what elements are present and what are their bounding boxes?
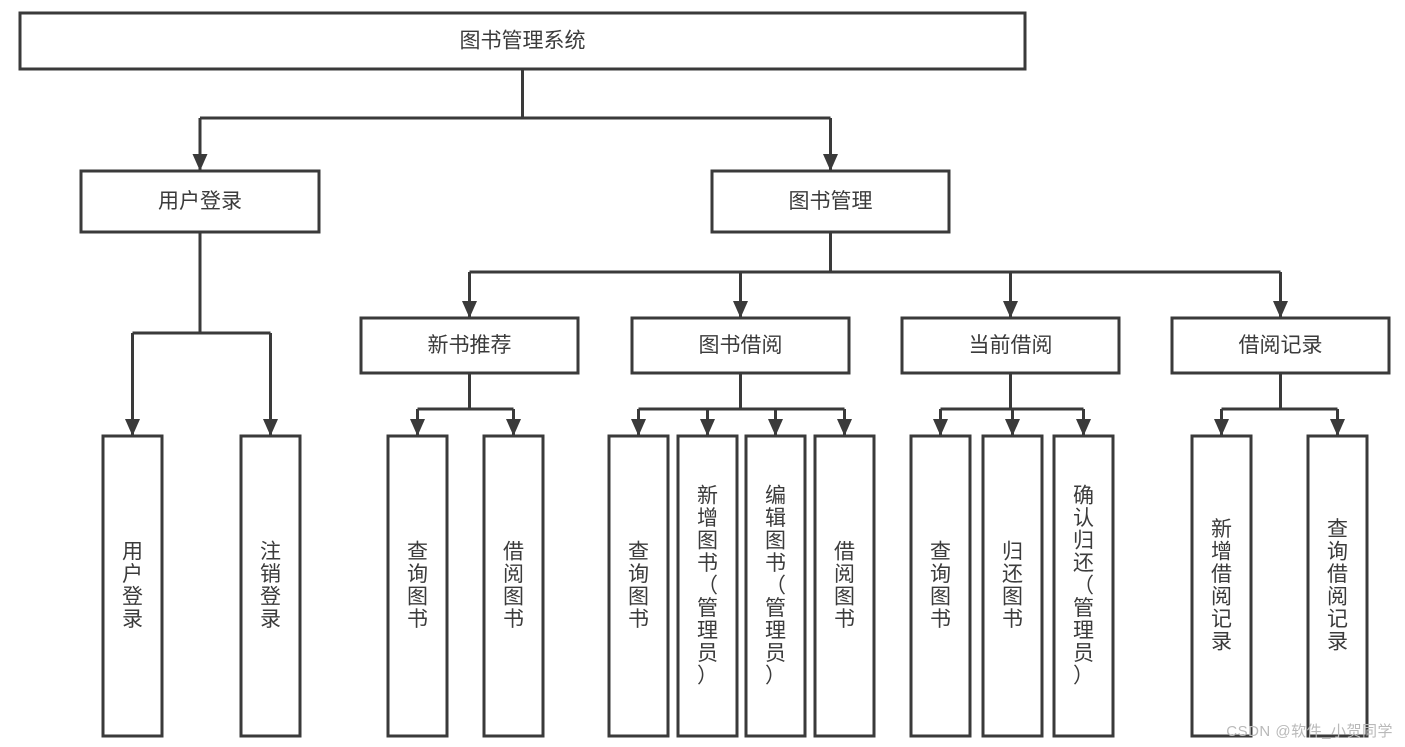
node-box-query-borrow-record: [1306, 434, 1369, 738]
arrow-head-icon-return-book: [1005, 419, 1020, 436]
node-query-book-current[interactable]: 查询图书: [909, 434, 972, 738]
node-box-user-login: [79, 169, 321, 234]
node-box-borrow-book-do: [813, 434, 876, 738]
node-label-borrow-book-recommend: 借阅图书: [503, 541, 524, 632]
node-box-new-book-recommend: [359, 316, 580, 375]
node-label-root: 图书管理系统: [460, 30, 586, 53]
node-query-book-borrow[interactable]: 查询图书: [607, 434, 670, 738]
node-box-confirm-return-admin: [1052, 434, 1115, 738]
node-query-book-recommend[interactable]: 查询图书: [386, 434, 449, 738]
node-label-add-book-admin: 新增图书（管理员）: [697, 484, 718, 687]
connector-layer: [125, 69, 1345, 436]
node-user-login-do[interactable]: 用户登录: [101, 434, 164, 738]
node-label-borrow-record: 借阅记录: [1239, 334, 1323, 357]
node-query-borrow-record[interactable]: 查询借阅记录: [1306, 434, 1369, 738]
node-label-current-borrow: 当前借阅: [969, 334, 1053, 357]
node-book-management[interactable]: 图书管理: [710, 169, 951, 234]
node-box-borrow-record: [1170, 316, 1391, 375]
node-box-query-book-borrow: [607, 434, 670, 738]
arrow-head-icon-confirm-return-admin: [1076, 419, 1091, 436]
node-confirm-return-admin[interactable]: 确认归还（管理员）: [1052, 434, 1115, 738]
node-box-book-management: [710, 169, 951, 234]
node-label-book-management: 图书管理: [789, 190, 873, 213]
arrow-head-icon-current-borrow: [1003, 301, 1018, 318]
node-label-confirm-return-admin: 确认归还（管理员）: [1073, 484, 1094, 687]
node-label-return-book: 归还图书: [1002, 541, 1023, 632]
arrow-head-icon-add-borrow-record: [1214, 419, 1229, 436]
arrow-head-icon-query-book-current: [933, 419, 948, 436]
arrow-head-icon-add-book-admin: [700, 419, 715, 436]
arrow-head-icon-book-management: [823, 154, 838, 171]
node-box-current-borrow: [900, 316, 1121, 375]
node-label-query-book-borrow: 查询图书: [628, 541, 649, 632]
node-borrow-book-do[interactable]: 借阅图书: [813, 434, 876, 738]
node-new-book-recommend[interactable]: 新书推荐: [359, 316, 580, 375]
node-book-borrow[interactable]: 图书借阅: [630, 316, 851, 375]
node-label-user-logout: 注销登录: [260, 541, 281, 632]
node-box-return-book: [981, 434, 1044, 738]
node-borrow-book-recommend[interactable]: 借阅图书: [482, 434, 545, 738]
node-label-borrow-book-do: 借阅图书: [834, 541, 855, 632]
node-box-borrow-book-recommend: [482, 434, 545, 738]
arrow-head-icon-edit-book-admin: [768, 419, 783, 436]
node-box-root: [18, 11, 1027, 71]
node-label-query-book-recommend: 查询图书: [407, 541, 428, 632]
arrow-head-icon-borrow-record: [1273, 301, 1288, 318]
node-label-book-borrow: 图书借阅: [699, 334, 783, 357]
arrow-head-icon-user-login: [192, 154, 208, 171]
node-add-book-admin[interactable]: 新增图书（管理员）: [676, 434, 739, 738]
arrow-head-icon-user-logout: [263, 419, 278, 436]
node-label-query-book-current: 查询图书: [930, 541, 951, 632]
node-box-query-book-current: [909, 434, 972, 738]
arrow-head-icon-user-login-do: [125, 419, 140, 436]
node-layer: 图书管理系统用户登录图书管理用户登录注销登录新书推荐图书借阅当前借阅借阅记录查询…: [18, 11, 1391, 738]
node-edit-book-admin[interactable]: 编辑图书（管理员）: [744, 434, 807, 738]
node-box-add-borrow-record: [1190, 434, 1253, 738]
node-label-query-borrow-record: 查询借阅记录: [1327, 518, 1348, 654]
node-label-edit-book-admin: 编辑图书（管理员）: [765, 484, 786, 687]
node-label-add-borrow-record: 新增借阅记录: [1211, 518, 1232, 654]
arrow-head-icon-book-borrow: [733, 301, 748, 318]
arrow-head-icon-new-book-recommend: [462, 301, 477, 318]
node-current-borrow[interactable]: 当前借阅: [900, 316, 1121, 375]
node-label-new-book-recommend: 新书推荐: [428, 334, 512, 357]
node-box-query-book-recommend: [386, 434, 449, 738]
arrow-head-icon-query-book-recommend: [410, 419, 425, 436]
arrow-head-icon-query-borrow-record: [1330, 419, 1345, 436]
node-borrow-record[interactable]: 借阅记录: [1170, 316, 1391, 375]
node-label-user-login: 用户登录: [158, 190, 242, 213]
node-label-user-login-do: 用户登录: [122, 541, 143, 632]
arrow-head-icon-borrow-book-recommend: [506, 419, 521, 436]
node-user-logout[interactable]: 注销登录: [239, 434, 302, 738]
node-return-book[interactable]: 归还图书: [981, 434, 1044, 738]
node-box-add-book-admin: [676, 434, 739, 738]
node-add-borrow-record[interactable]: 新增借阅记录: [1190, 434, 1253, 738]
node-box-book-borrow: [630, 316, 851, 375]
node-box-edit-book-admin: [744, 434, 807, 738]
node-box-user-logout: [239, 434, 302, 738]
node-user-login[interactable]: 用户登录: [79, 169, 321, 234]
arrow-head-icon-query-book-borrow: [631, 419, 646, 436]
node-box-user-login-do: [101, 434, 164, 738]
node-root[interactable]: 图书管理系统: [18, 11, 1027, 71]
arrow-head-icon-borrow-book-do: [837, 419, 852, 436]
